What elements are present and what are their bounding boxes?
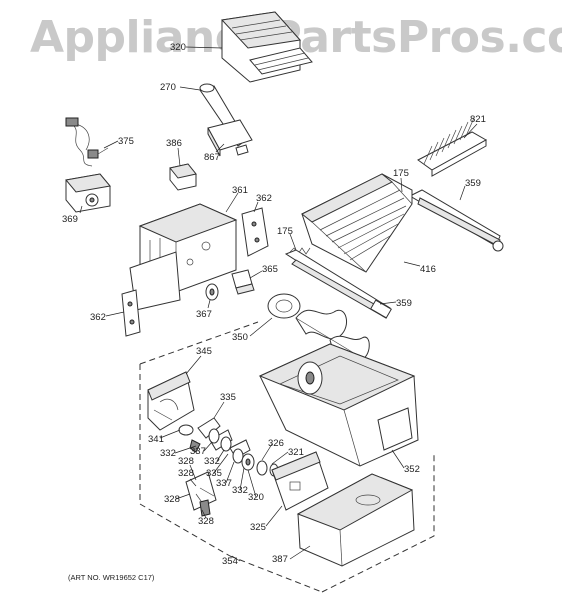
shutter-bracket-part[interactable] — [185, 471, 217, 517]
callout-350: 350 — [232, 332, 248, 343]
ice-maker-part[interactable] — [220, 11, 313, 83]
ice-shelf-part[interactable] — [301, 173, 413, 273]
callout-175-right: 175 — [393, 168, 409, 179]
callout-821: 821 — [470, 114, 486, 125]
callout-328-d: 328 — [198, 516, 214, 527]
callout-326: 326 — [268, 438, 284, 449]
callout-328-b: 328 — [178, 468, 194, 479]
callout-320-bottom: 320 — [248, 492, 264, 503]
bucket-front-387-part[interactable] — [296, 473, 415, 567]
bearing-367-part[interactable] — [205, 283, 219, 301]
auger-part[interactable] — [267, 293, 370, 361]
callout-321: 321 — [288, 447, 304, 458]
crusher-housing-part[interactable] — [147, 371, 195, 431]
cover-325-part[interactable] — [271, 451, 329, 511]
callout-352: 352 — [404, 464, 420, 475]
callout-328-a: 328 — [178, 456, 194, 467]
callout-359-top: 359 — [465, 178, 481, 189]
callout-325: 325 — [250, 522, 266, 533]
rod-359-top-part[interactable] — [408, 189, 504, 252]
callout-387: 387 — [272, 554, 288, 565]
callout-359-mid: 359 — [396, 298, 412, 309]
callout-332-a: 332 — [160, 448, 176, 459]
side-plate-362-top-part[interactable] — [241, 207, 269, 257]
callout-867: 867 — [204, 152, 220, 163]
callout-375: 375 — [118, 136, 134, 147]
auger-motor-part[interactable] — [65, 173, 111, 213]
callout-341: 341 — [148, 434, 164, 445]
callout-365: 365 — [262, 264, 278, 275]
callout-335-b: 335 — [206, 468, 222, 479]
callout-337-b: 337 — [216, 478, 232, 489]
ice-bucket-part[interactable] — [258, 343, 419, 467]
callout-337-a: 337 — [190, 446, 206, 457]
callout-369: 369 — [62, 214, 78, 225]
callout-354: 354 — [222, 556, 238, 567]
callout-332-b: 332 — [204, 456, 220, 467]
callout-345: 345 — [196, 346, 212, 357]
wire-harness-part[interactable] — [65, 117, 109, 167]
assembly-outline-354 — [139, 321, 435, 593]
callout-361: 361 — [232, 185, 248, 196]
callout-175-left: 175 — [277, 226, 293, 237]
side-plate-362-bottom-part[interactable] — [121, 289, 141, 337]
callout-332-c: 332 — [232, 485, 248, 496]
callout-270: 270 — [160, 82, 176, 93]
callout-362-bottom: 362 — [90, 312, 106, 323]
callout-416: 416 — [420, 264, 436, 275]
crusher-blade-stack-part[interactable] — [178, 417, 251, 464]
callout-386: 386 — [166, 138, 182, 149]
motor-housing-part[interactable] — [129, 203, 238, 311]
callout-367: 367 — [196, 309, 212, 320]
leader-lines — [79, 46, 478, 562]
art-number: (ART NO. WR19652 C17) — [68, 573, 155, 582]
callout-362-top: 362 — [256, 193, 272, 204]
callout-335-top: 335 — [220, 392, 236, 403]
rod-359-mid-part[interactable] — [284, 249, 392, 319]
bracket-365-part[interactable] — [231, 269, 255, 295]
feeler-arm-part[interactable] — [417, 117, 488, 177]
bracket-867-part[interactable] — [207, 119, 253, 157]
solenoid-part[interactable] — [169, 163, 197, 191]
spring-175-left-part[interactable] — [289, 247, 311, 255]
callout-labels: 320 270 821 375 386 867 175 359 369 361 … — [62, 42, 486, 567]
callout-328-c: 328 — [164, 494, 180, 505]
callout-320-top: 320 — [170, 42, 186, 53]
